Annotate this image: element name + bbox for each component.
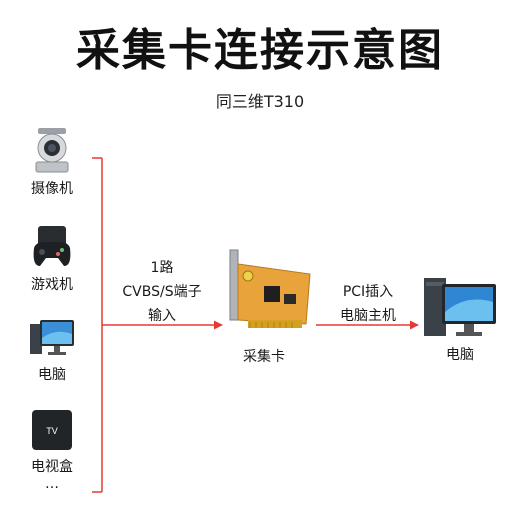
output-line-2: 电脑主机 [340, 308, 396, 324]
input-line-2: CVBS/S端子 [122, 284, 202, 300]
source-label-computer: 电脑 [38, 367, 66, 383]
output-line-1: PCI插入 [342, 284, 394, 300]
tv-box-icon: TV [32, 410, 72, 450]
input-line-3: 输入 [148, 308, 176, 324]
tv-box-text: TV [46, 426, 58, 436]
capture-card-icon [229, 249, 311, 328]
source-label-more: … [45, 476, 59, 492]
source-computer: 电脑 [20, 316, 84, 384]
source-gameconsole: 游戏机 [20, 222, 84, 294]
input-line-1: 1路 [150, 260, 174, 276]
source-label-camera: 摄像机 [31, 181, 73, 197]
diagram-title: 采集卡连接示意图 [76, 25, 444, 76]
destination-computer-label: 电脑 [446, 347, 474, 363]
desktop-pc-icon [424, 278, 496, 336]
source-label-gameconsole: 游戏机 [31, 277, 73, 293]
source-camera: 摄像机 [20, 126, 84, 198]
destination-computer: 电脑 [420, 272, 500, 364]
diagram-subtitle: 同三维T310 [215, 92, 305, 111]
input-connection-label: 1路 CVBS/S端子 输入 [108, 256, 216, 328]
gamepad-icon [33, 226, 71, 266]
desktop-computer-icon [30, 320, 74, 355]
source-label-tvbox: 电视盒 [31, 459, 73, 475]
capture-card: 采集卡 [212, 246, 316, 366]
output-connection-label: PCI插入 电脑主机 [320, 280, 416, 328]
capture-card-label: 采集卡 [243, 349, 285, 365]
ptz-camera-icon [35, 128, 69, 173]
source-tvbox: TV 电视盒 … [20, 408, 84, 492]
